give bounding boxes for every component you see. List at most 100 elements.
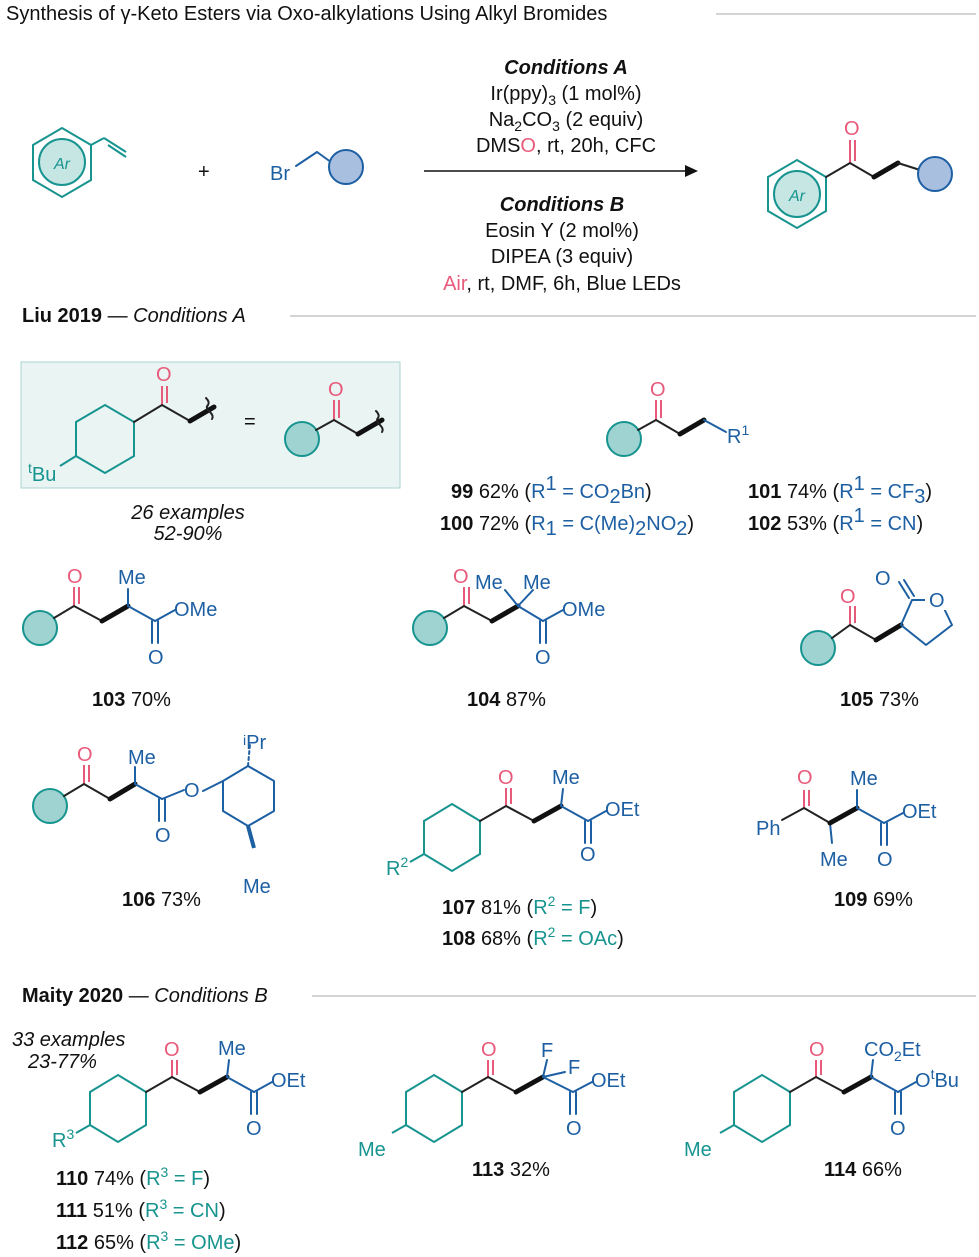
reaction-arrow bbox=[424, 165, 698, 177]
ipr-bond bbox=[247, 743, 251, 767]
ester-o-bond bbox=[897, 1081, 917, 1093]
bond-2 bbox=[815, 1076, 845, 1093]
me-label: Me bbox=[128, 747, 156, 769]
r3-label: R3 bbox=[52, 1126, 74, 1152]
key-box: tBu O = O bbox=[20, 361, 401, 489]
compound-111: 111 51% (R3 = CN) bbox=[56, 1196, 226, 1222]
conditions-b-line2: DIPEA (3 equiv) bbox=[491, 246, 633, 268]
me-bond bbox=[226, 1059, 230, 1078]
bond-2 bbox=[463, 605, 493, 622]
product-aryl-label: Ar bbox=[788, 188, 806, 205]
ome-label: OMe bbox=[174, 599, 217, 621]
vinyl-double-bond-2 bbox=[107, 144, 127, 158]
bond-3 bbox=[107, 781, 138, 802]
ester-oxygen: O bbox=[246, 1118, 262, 1140]
bond-3 bbox=[513, 1074, 546, 1095]
ph-label: Ph bbox=[756, 818, 780, 840]
me-wedge bbox=[246, 825, 256, 849]
ester-bond bbox=[856, 807, 885, 824]
ph-bond bbox=[781, 807, 805, 821]
ester-oxygen: O bbox=[877, 849, 893, 871]
lactone-carbonyl-oxygen: O bbox=[875, 568, 891, 590]
bond-3 bbox=[531, 803, 564, 824]
arrow-head bbox=[685, 165, 698, 177]
ester-bond bbox=[127, 605, 156, 622]
compound-109: 109 69% bbox=[834, 889, 913, 911]
ester-bond bbox=[517, 605, 544, 622]
compound-104: 104 87% bbox=[467, 689, 546, 711]
compound-106: 106 73% bbox=[122, 889, 201, 911]
ester-o-bond bbox=[587, 810, 607, 822]
bond-3 bbox=[827, 805, 860, 826]
key-ball-bond bbox=[315, 419, 335, 431]
compound-99: 99 62% (R1 = CO2Bn) bbox=[451, 473, 652, 508]
bond-2 bbox=[505, 805, 535, 822]
ester-oxygen: O bbox=[890, 1118, 906, 1140]
ester-oxygen: O bbox=[580, 844, 596, 866]
r3-bond bbox=[75, 1124, 91, 1134]
structure-110-112: R3 O Me O OEt bbox=[52, 1038, 306, 1152]
compound-103: 103 70% bbox=[92, 689, 171, 711]
me-label-ring: Me bbox=[243, 876, 271, 898]
r1-label: R1 bbox=[727, 422, 749, 448]
structure-113: Me O F F O OEt bbox=[358, 1039, 626, 1161]
menthyl-bond bbox=[202, 780, 224, 792]
compound-107: 107 81% (R2 = F) bbox=[442, 893, 597, 919]
oet-label: OEt bbox=[591, 1070, 626, 1092]
product-alkyl-ball bbox=[917, 156, 953, 192]
conditions-b-line1: Eosin Y (2 mol%) bbox=[485, 220, 639, 242]
me-bond bbox=[560, 788, 564, 807]
conditions-b-title: Conditions B bbox=[500, 194, 624, 216]
benzene-ring bbox=[423, 802, 481, 873]
product-bond-1 bbox=[825, 162, 851, 178]
ester-o-bond bbox=[161, 789, 185, 800]
me-label: Me bbox=[552, 767, 580, 789]
ester-oxygen: O bbox=[148, 647, 164, 669]
maity-range: 23-77% bbox=[27, 1051, 97, 1073]
product-bond-3 bbox=[871, 160, 901, 180]
oxygen: O bbox=[164, 1039, 180, 1061]
structure-114: Me O CO2Et O OtBu bbox=[684, 1039, 959, 1161]
reactant-alkyl-bromide: Br bbox=[270, 149, 364, 185]
compound-101: 101 74% (R1 = CF3) bbox=[748, 473, 932, 508]
ester-bond bbox=[870, 1076, 899, 1093]
bond-2 bbox=[487, 1076, 517, 1093]
structure-105: O O O bbox=[800, 568, 953, 666]
me-label-high: Me bbox=[850, 768, 878, 790]
ball bbox=[800, 630, 836, 666]
bond-3 bbox=[873, 622, 904, 643]
product-oxygen: O bbox=[844, 118, 860, 140]
key-oxygen: O bbox=[156, 364, 172, 386]
ester-bond bbox=[226, 1076, 255, 1093]
ester-oxygen: O bbox=[155, 825, 171, 847]
liu-examples: 26 examples bbox=[130, 502, 244, 524]
structure-103: O Me O OMe bbox=[22, 566, 217, 669]
ester-oxygen: O bbox=[566, 1118, 582, 1140]
compound-100: 100 72% (R1 = C(Me)2NO2) bbox=[440, 513, 694, 540]
vinyl-bond bbox=[90, 137, 105, 146]
conditions-a: Conditions A Ir(ppy)3 (1 mol%) Na2CO3 (2… bbox=[476, 57, 656, 157]
alkyl-ball bbox=[328, 149, 364, 185]
f-bond-2 bbox=[542, 1071, 566, 1078]
conditions-a-line2: Na2CO3 (2 equiv) bbox=[489, 109, 644, 134]
bond bbox=[637, 419, 657, 431]
aryl-ball bbox=[38, 138, 86, 186]
bond-1 bbox=[145, 1076, 173, 1093]
oxygen: O bbox=[809, 1039, 825, 1061]
bond-3 bbox=[841, 1074, 874, 1095]
structure-104: O Me Me O OMe bbox=[412, 566, 605, 669]
me-label-low: Me bbox=[820, 849, 848, 871]
ome-label: OMe bbox=[562, 599, 605, 621]
bond-1 bbox=[461, 1076, 489, 1093]
ball bbox=[22, 610, 58, 646]
f-label-1: F bbox=[541, 1040, 553, 1062]
lactone-carbonyl bbox=[898, 581, 910, 599]
me-label-aryl: Me bbox=[684, 1139, 712, 1161]
product-bond-2 bbox=[849, 162, 875, 178]
benzene-ring bbox=[405, 1073, 463, 1144]
bond-2 bbox=[849, 624, 877, 641]
oxygen: O bbox=[498, 767, 514, 789]
f-label-2: F bbox=[568, 1057, 580, 1079]
bond-1 bbox=[479, 805, 507, 822]
